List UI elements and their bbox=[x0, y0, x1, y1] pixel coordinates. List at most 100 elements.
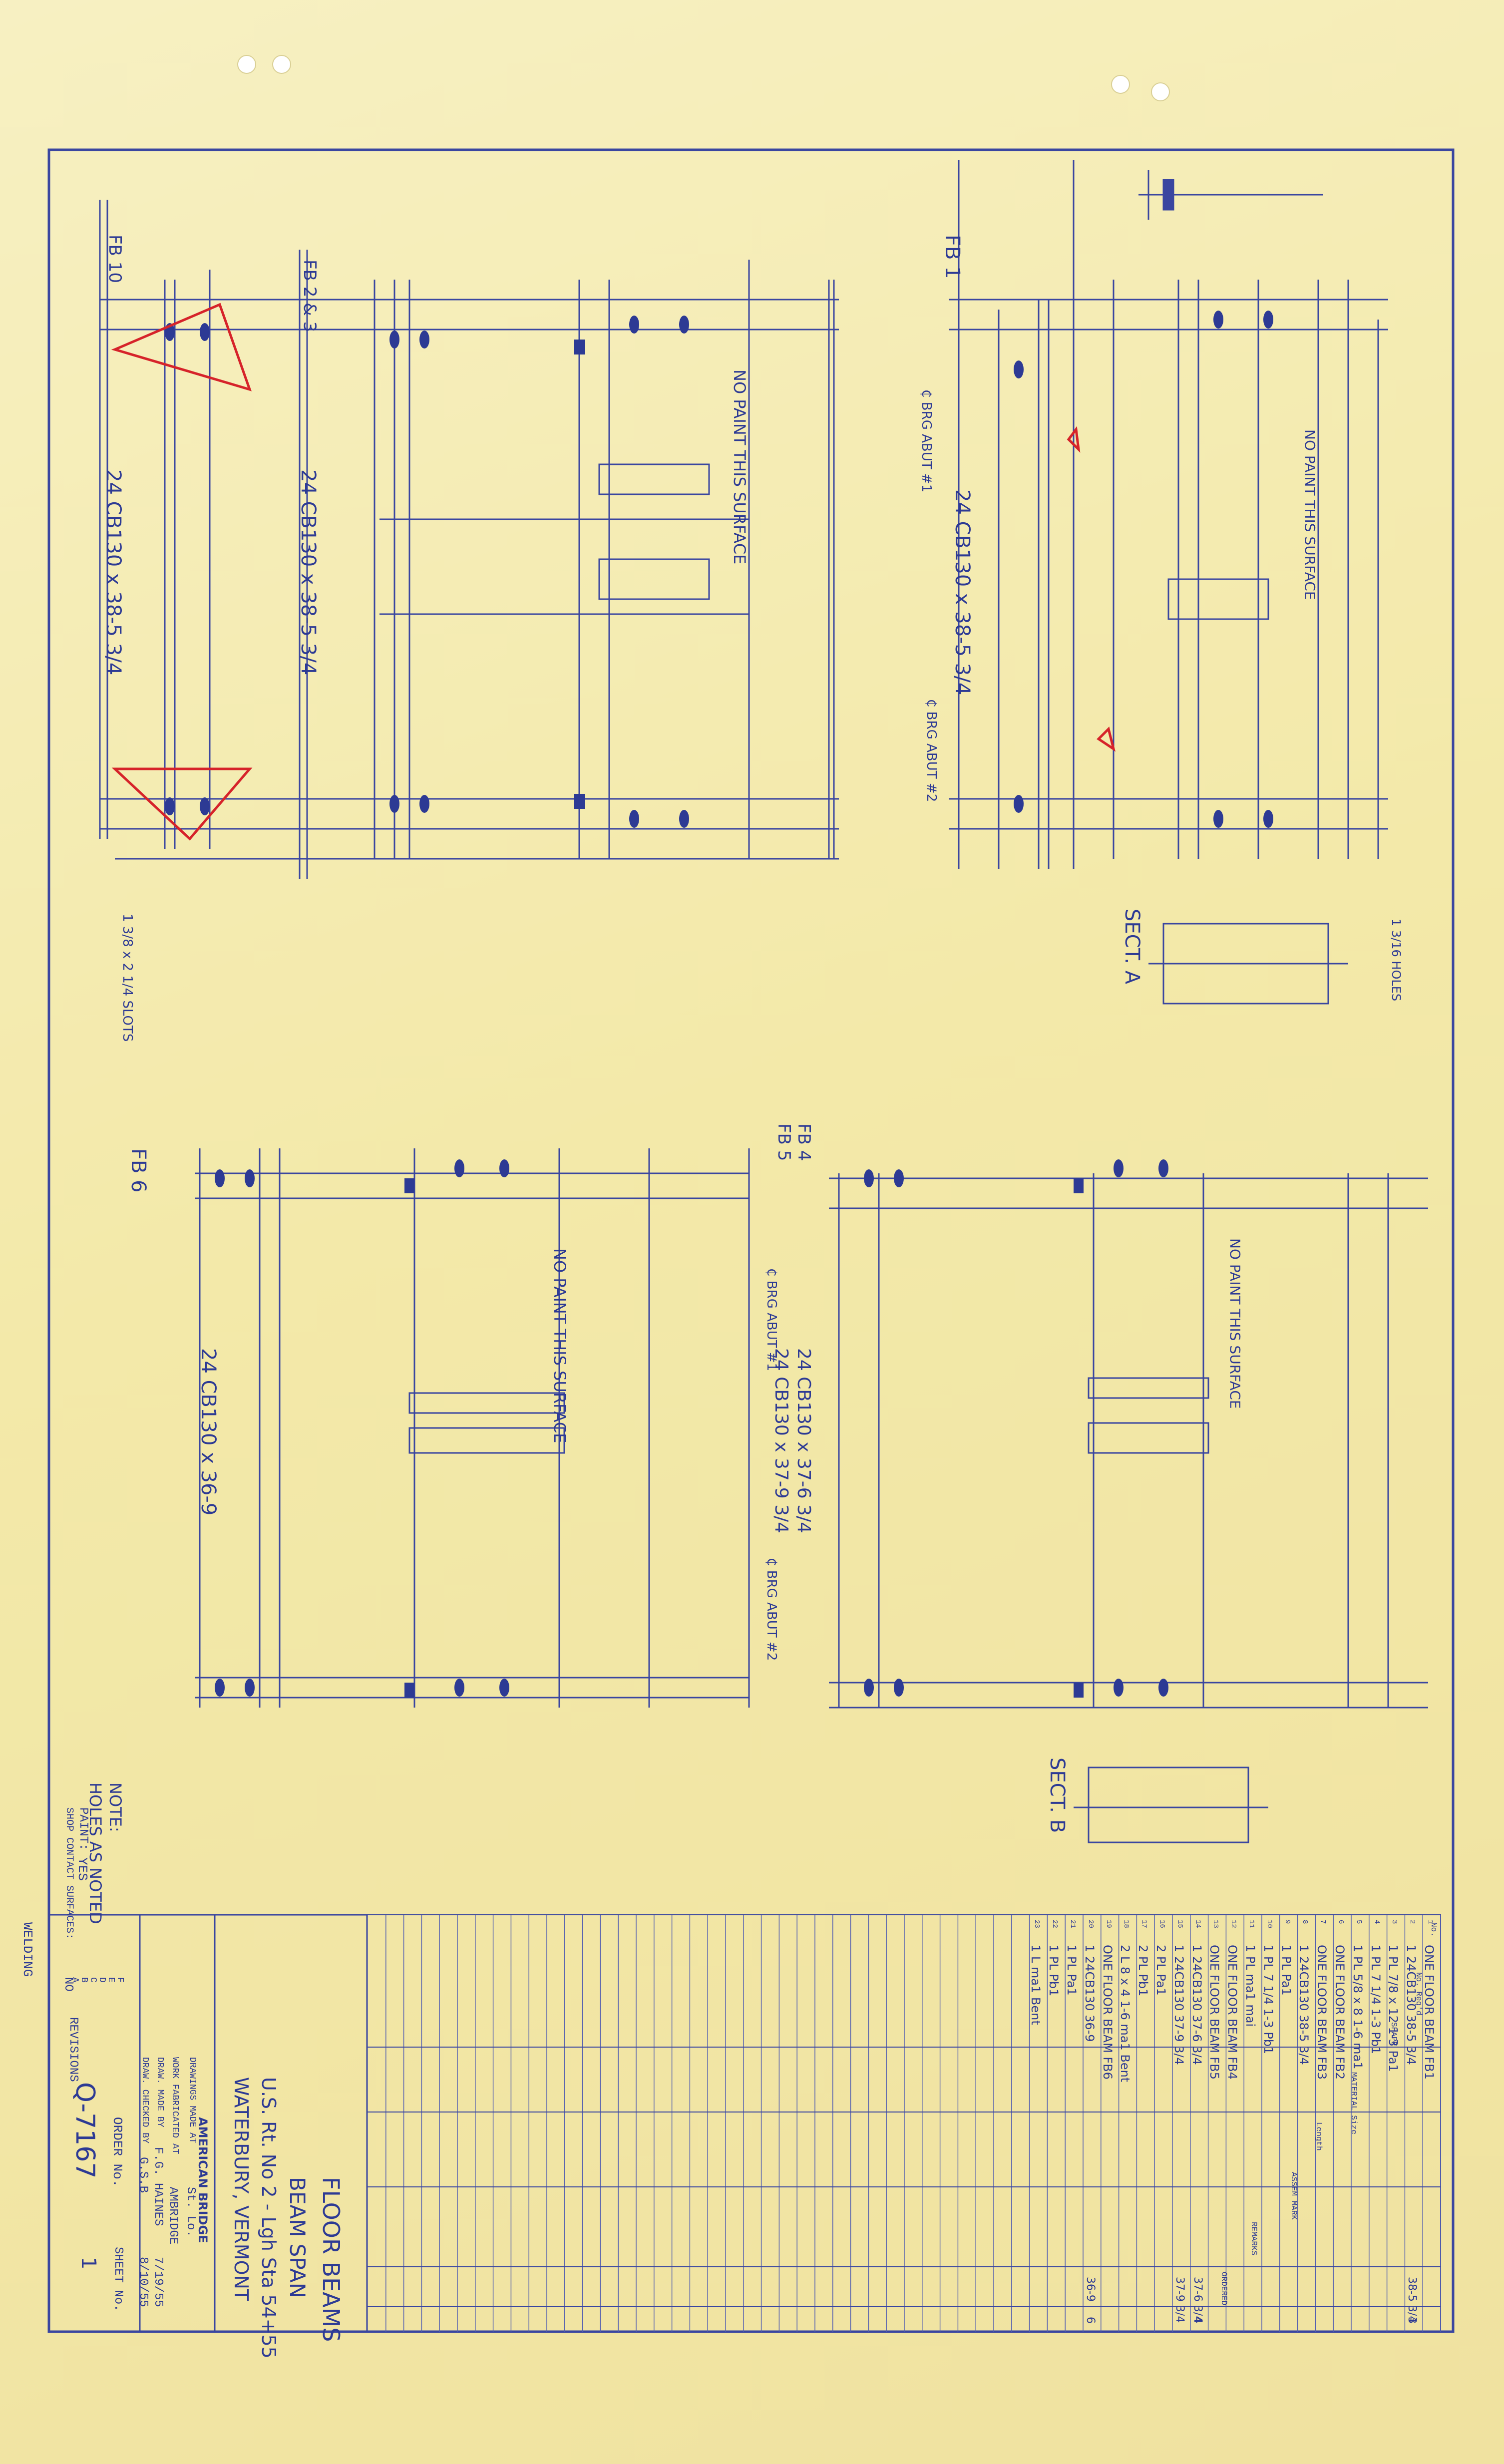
work-fabricated-value: AMBRIDGE bbox=[166, 2187, 180, 2245]
location-label: WATERBURY, VERMONT bbox=[230, 2077, 252, 2301]
slots-note: 1 3/8 x 2 1/4 SLOTS bbox=[120, 914, 135, 1042]
revision-letter: E bbox=[106, 1977, 116, 1983]
bill-row-description: 2 L 8 x 4 1-6 ma1 Bent bbox=[1118, 1945, 1132, 2083]
revision-letter: F bbox=[115, 1977, 125, 1983]
no-paint-note: NO PAINT THIS SURFACE bbox=[1302, 429, 1318, 600]
bill-row-description: ONE FLOOR BEAM FB3 bbox=[1315, 1945, 1329, 2080]
sect-a-label: SECT. A bbox=[1121, 909, 1143, 985]
bill-header-cell: ASSEM MARK bbox=[1289, 2172, 1298, 2220]
bill-row-description: 1 L ma1 Bent bbox=[1029, 1945, 1043, 2025]
welding-label: WELDING bbox=[20, 1922, 35, 1977]
bill-row-description: 1 24CB130 38-5 3/4 bbox=[1404, 1945, 1419, 2065]
bill-row-number: 13 bbox=[1211, 1920, 1220, 1928]
punch-hole bbox=[272, 55, 291, 74]
sheet-value: 1 bbox=[77, 2257, 100, 2270]
bill-row-description: ONE FLOOR BEAM FB5 bbox=[1207, 1945, 1222, 2080]
subtitle-label: BEAM SPAN bbox=[285, 2177, 310, 2299]
bill-row-description: ONE FLOOR BEAM FB6 bbox=[1100, 1945, 1115, 2080]
fb45-section-a: 24 CB130 x 37-6 3/4 bbox=[793, 1348, 814, 1534]
punch-hole bbox=[1151, 82, 1170, 101]
fb2-section: 24 CB130 x 38-5 3/4 bbox=[297, 469, 320, 676]
fb10-section: 24 CB130 x 38-5 3/4 bbox=[102, 469, 125, 676]
contact-label: SHOP CONTACT SURFACES: bbox=[63, 1807, 75, 1940]
fb5-label: FB 5 bbox=[774, 1123, 794, 1161]
brg-abut-1: ₵ BRG ABUT #1 bbox=[919, 389, 934, 493]
bill-row-length: 38-5 3/4 bbox=[1406, 2277, 1419, 2323]
revision-letter: D bbox=[97, 1977, 107, 1983]
punch-hole bbox=[237, 55, 256, 74]
bill-row-description: 2 PL Pb1 bbox=[1136, 1945, 1150, 1997]
bill-row-number: 12 bbox=[1229, 1920, 1238, 1928]
bill-row-number: 16 bbox=[1158, 1920, 1166, 1928]
bill-row-description: 1 PL ma1 mai bbox=[1243, 1945, 1257, 2027]
bill-header-cell: Length bbox=[1314, 2122, 1323, 2151]
bill-row-description: 1 PL 5/8 x 8 1-6 ma1 bbox=[1350, 1945, 1365, 2070]
bill-row-description: 1 24CB130 38-5 3/4 bbox=[1297, 1945, 1311, 2065]
bill-row-length: 36-9 bbox=[1084, 2277, 1097, 2302]
checked-date-value: 8/10/55 bbox=[136, 2257, 150, 2307]
title-block-frame bbox=[48, 1914, 368, 2333]
order-value: Q-7167 bbox=[70, 2082, 100, 2179]
revision-letter: C bbox=[88, 1977, 98, 1983]
fb2-label: FB 2 & 3 bbox=[300, 260, 320, 333]
bill-row-description: 1 PL Pb1 bbox=[1047, 1945, 1061, 1997]
revisions-label: REVISIONS bbox=[66, 2017, 80, 2082]
checked-by-label: DRAW. CHECKED BY bbox=[140, 2057, 150, 2143]
bill-row-number: 1 bbox=[1426, 1920, 1434, 1924]
brg-abut-2: ₵ BRG ABUT #2 bbox=[924, 699, 939, 802]
route-label: U.S. Rt. No 2 - Lgh Sta 54+55 bbox=[258, 2077, 280, 2359]
bill-row-number: 21 bbox=[1069, 1920, 1077, 1928]
bill-row-note: 4 bbox=[1191, 2317, 1204, 2324]
bill-row-description: ONE FLOOR BEAM FB4 bbox=[1225, 1945, 1240, 2080]
bolt-slots-lower bbox=[215, 1159, 1168, 1698]
fb6-label: FB 6 bbox=[127, 1148, 150, 1193]
bill-row-number: 9 bbox=[1283, 1920, 1291, 1924]
fb1-label: FB 1 bbox=[941, 235, 964, 279]
brg-abut-2: ₵ BRG ABUT #2 bbox=[764, 1558, 779, 1661]
note-text: HOLES AS NOTED bbox=[86, 1782, 105, 1924]
bill-row-length: 37-9 3/4 bbox=[1173, 2277, 1186, 2323]
bill-row-number: 19 bbox=[1104, 1920, 1113, 1928]
fb6-section: 24 CB130 x 36-9 bbox=[197, 1348, 220, 1516]
bill-row-number: 4 bbox=[1372, 1920, 1381, 1924]
no-paint-note: NO PAINT THIS SURFACE bbox=[730, 369, 749, 565]
drawings-made-at-value: St. Lo. bbox=[184, 2187, 197, 2237]
bill-row-number: 11 bbox=[1247, 1920, 1255, 1928]
bill-row-number: 15 bbox=[1175, 1920, 1184, 1928]
upper-beam-details bbox=[99, 160, 1388, 879]
bill-row-description: 1 24CB130 36-9 bbox=[1082, 1945, 1097, 2042]
bill-row-description: 1 PL 7/8 x 12 1-3 Pa1 bbox=[1386, 1945, 1401, 2072]
bill-row-description: 2 PL Pa1 bbox=[1154, 1945, 1168, 1996]
bill-row-description: 1 PL Pa1 bbox=[1065, 1945, 1079, 1996]
section-details bbox=[1074, 923, 1348, 1843]
bill-row-description: 1 PL 7 1/4 1-3 Pb1 bbox=[1368, 1945, 1383, 2055]
drawings-made-at-label: DRAWINGS MADE AT bbox=[187, 2057, 197, 2143]
fb1-section: 24 CB130 x 38-5 3/4 bbox=[951, 489, 974, 696]
order-label: ORDER No. bbox=[110, 2117, 125, 2187]
bill-row-lines bbox=[385, 1915, 1441, 2332]
bill-row-number: 3 bbox=[1390, 1920, 1399, 1924]
bill-header-cell: MATERIAL Size bbox=[1349, 2072, 1358, 2134]
bill-row-note: 3 bbox=[1406, 2317, 1419, 2324]
fb10-label: FB 10 bbox=[105, 235, 125, 283]
bill-row-number: 23 bbox=[1033, 1920, 1041, 1928]
sect-b-label: SECT. B bbox=[1046, 1758, 1069, 1833]
note-title: NOTE: bbox=[106, 1782, 125, 1832]
bill-row-number: 10 bbox=[1265, 1920, 1273, 1928]
bill-header-cell: No. bbox=[1429, 1922, 1438, 1937]
bill-row-number: 22 bbox=[1051, 1920, 1059, 1928]
company-label: AMERICAN BRIDGE bbox=[196, 2117, 210, 2243]
bill-header-cell: ORDERED bbox=[1219, 2272, 1228, 2306]
bill-column-lines bbox=[367, 2047, 1441, 2307]
bill-row-number: 2 bbox=[1408, 1920, 1417, 1924]
bill-row-number: 8 bbox=[1301, 1920, 1309, 1924]
no-paint-note: NO PAINT THIS SURFACE bbox=[1227, 1238, 1243, 1409]
bill-row-length: 37-6 3/4 bbox=[1191, 2277, 1204, 2323]
bill-header-cell: REMARKS bbox=[1249, 2222, 1258, 2256]
bill-row-description: ONE FLOOR BEAM FB1 bbox=[1422, 1945, 1436, 2080]
bill-row-number: 18 bbox=[1122, 1920, 1130, 1928]
bill-row-number: 14 bbox=[1193, 1920, 1202, 1928]
sheet-label: SHEET No. bbox=[111, 2247, 125, 2312]
